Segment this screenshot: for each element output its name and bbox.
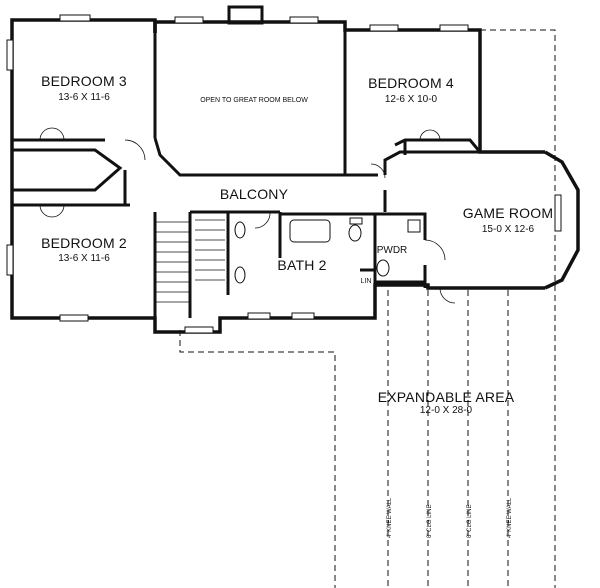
bedroom3-size: 13-6 X 11-6 (58, 92, 110, 103)
bedroom4-name: BEDROOM 4 (368, 75, 454, 91)
door-swings (39, 127, 456, 304)
clg-line-right-note: 8' CLG LINE (467, 504, 473, 539)
bedroom2-size: 13-6 X 11-6 (58, 253, 110, 264)
stairs (155, 219, 225, 303)
open-to-below-label: OPEN TO GREAT ROOM BELOW (200, 97, 308, 104)
expandable-area-size: 12-0 X 28-0 (419, 405, 473, 416)
game-room-size: 15-0 X 12-6 (481, 224, 535, 235)
bedroom3-name: BEDROOM 3 (41, 73, 127, 89)
clg-line-left-note: 8' CLG LINE (427, 504, 433, 539)
expandable-area-outline (179, 29, 556, 588)
game-room-name: GAME ROOM (462, 205, 554, 221)
windows (6, 14, 562, 334)
bath2-label: BATH 2 (277, 257, 327, 273)
knee-wall-right-note: 4' KNEE WALL (507, 497, 513, 538)
powder-label: PWDR (376, 245, 408, 256)
bedroom2-name: BEDROOM 2 (41, 235, 127, 251)
balcony-label: BALCONY (219, 186, 289, 202)
linen-label: LIN (360, 278, 372, 285)
knee-wall-left-note: 4' KNEE WALL (387, 497, 393, 538)
bedroom4-size: 12-6 X 10-0 (384, 94, 438, 105)
expandable-area-name: EXPANDABLE AREA (377, 389, 515, 405)
bath-fixtures (234, 217, 421, 284)
interior-walls (12, 30, 545, 318)
